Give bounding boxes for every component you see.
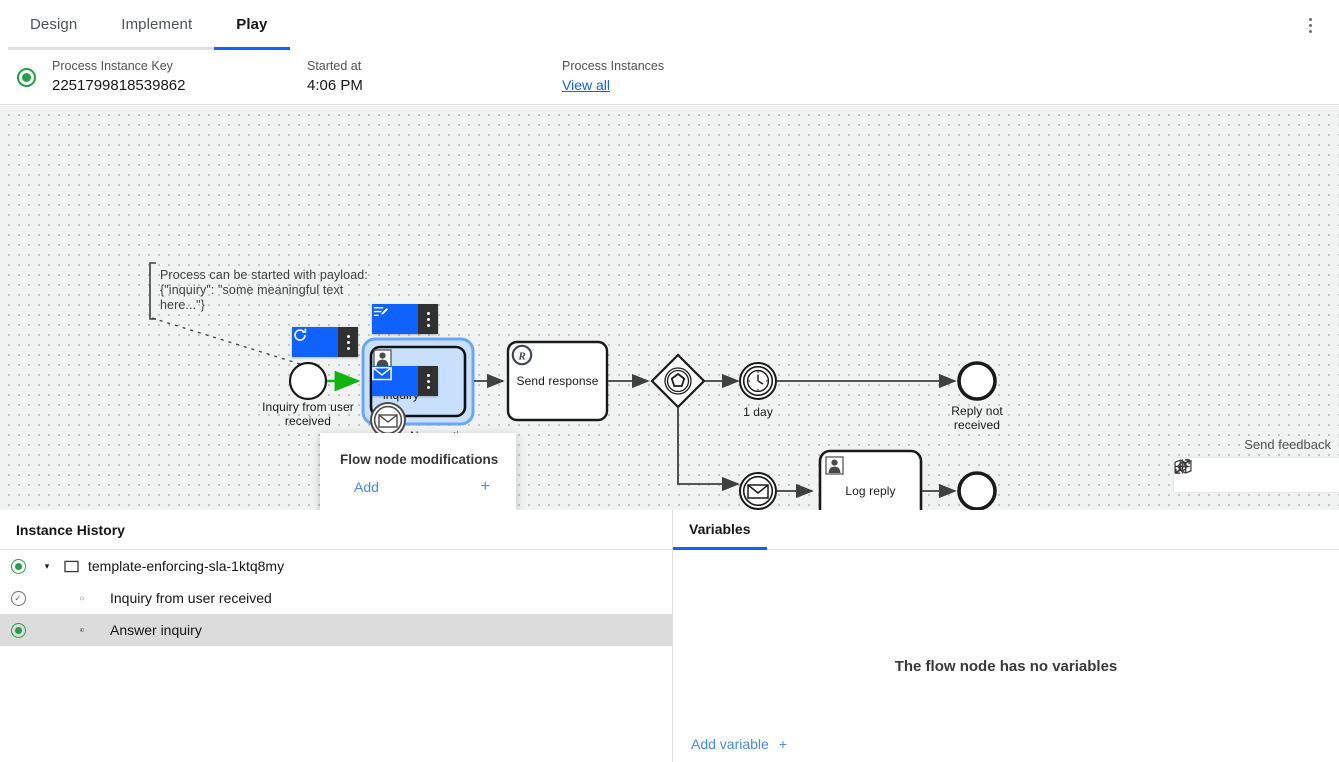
process-instance-key-block: Process Instance Key 2251799818539862 (52, 58, 307, 96)
popup-item-add[interactable]: Add + (320, 469, 516, 505)
zoom-in-icon[interactable] (1176, 460, 1338, 490)
history-row-answer-inquiry-label: Answer inquiry (110, 622, 202, 638)
start-event-icon (58, 591, 84, 606)
tab-variables[interactable]: Variables (673, 510, 767, 550)
instance-info-bar: Process Instance Key 2251799818539862 St… (0, 50, 1339, 105)
form-edit-icon[interactable] (372, 304, 418, 334)
history-row-process-label: template-enforcing-sla-1ktq8my (88, 558, 285, 574)
tab-implement[interactable]: Implement (99, 1, 215, 50)
kebab-menu-icon[interactable] (1297, 12, 1323, 38)
bottom-panels: Instance History ▾ template-enforcing-sl… (0, 510, 1339, 762)
user-task-icon (58, 623, 84, 637)
reset-zoom-icon[interactable] (1175, 459, 1272, 490)
restart-badge[interactable] (292, 327, 358, 357)
canvas-toolbar (1174, 458, 1339, 492)
label-send-response: Send response (516, 374, 599, 388)
history-row-inquiry-received-label: Inquiry from user received (110, 590, 272, 606)
popup-item-add-label: Add (354, 479, 379, 495)
tab-design-label: Design (30, 15, 78, 33)
tab-play-label: Play (236, 15, 268, 33)
message-badge[interactable] (372, 366, 438, 396)
history-row-inquiry-received[interactable]: ✓ Inquiry from user received (0, 582, 672, 614)
started-at-value: 4:06 PM (307, 77, 363, 94)
instance-history-header: Instance History (0, 510, 672, 550)
send-feedback-link[interactable]: Send feedback (1244, 437, 1331, 452)
popup-title: Flow node modifications (340, 452, 499, 467)
top-tab-bar: Design Implement Play (0, 0, 1339, 50)
process-instances-block: Process Instances View all (562, 58, 664, 96)
started-at-label: Started at (307, 59, 362, 73)
bpmn-diagram: R (149, 262, 997, 510)
form-badge[interactable] (372, 304, 438, 334)
process-instance-key-value: 2251799818539862 (52, 77, 186, 94)
status-completed-icon: ✓ (0, 590, 36, 606)
variables-header: Variables (673, 510, 1339, 550)
plus-icon: + (778, 736, 788, 752)
instance-history-title: Instance History (16, 521, 125, 538)
started-at-block: Started at 4:06 PM (307, 58, 562, 96)
message-badge-kebab-icon[interactable] (418, 366, 438, 396)
restart-icon[interactable] (292, 327, 338, 357)
process-instance-key-label: Process Instance Key (52, 59, 173, 73)
variables-panel: Variables The flow node has no variables… (672, 510, 1339, 762)
minimap-icon[interactable] (1174, 459, 1239, 490)
process-instances-label: Process Instances (562, 59, 665, 73)
flow-node-modifications-popup: Flow node modifications Add + Cancel all… (320, 433, 516, 510)
add-variable-button[interactable]: Add variable + (691, 736, 787, 752)
process-icon (58, 560, 84, 573)
svg-text:R: R (517, 351, 525, 363)
label-timer-1-day: 1 day (743, 405, 773, 419)
plus-icon: + (480, 478, 490, 495)
instance-status-icon (0, 67, 52, 87)
status-active-icon (0, 558, 36, 574)
bpmn-canvas[interactable]: R (0, 106, 1339, 510)
instance-history-panel: Instance History ▾ template-enforcing-sl… (0, 510, 672, 762)
status-active-icon-2 (0, 622, 36, 638)
variables-empty-message: The flow node has no variables (894, 658, 1118, 675)
add-variable-label: Add variable (691, 736, 769, 752)
text-annotation: Process can be started with payload: {"i… (160, 268, 368, 312)
form-badge-kebab-icon[interactable] (418, 304, 438, 334)
history-row-answer-inquiry[interactable]: Answer inquiry (0, 614, 672, 646)
tab-play[interactable]: Play (214, 1, 290, 50)
tab-list: Design Implement Play (0, 0, 1339, 50)
tab-implement-label: Implement (121, 15, 193, 33)
history-row-process[interactable]: ▾ template-enforcing-sla-1ktq8my (0, 550, 672, 582)
tab-design[interactable]: Design (8, 1, 100, 50)
variables-body: The flow node has no variables Add varia… (673, 550, 1339, 761)
zoom-out-icon[interactable] (1176, 460, 1305, 490)
chevron-down-icon[interactable]: ▾ (44, 560, 50, 571)
view-all-link[interactable]: View all (562, 77, 610, 93)
label-log-reply: Log reply (845, 484, 896, 498)
restart-badge-kebab-icon[interactable] (338, 327, 358, 357)
envelope-icon[interactable] (372, 366, 418, 396)
